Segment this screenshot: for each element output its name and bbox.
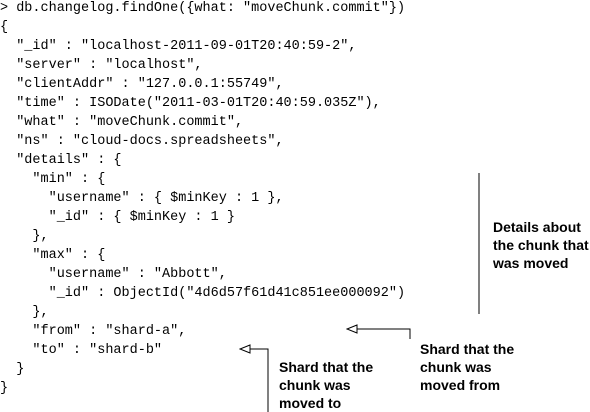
code-line: "min" : { xyxy=(0,172,106,187)
code-line: "details" : { xyxy=(0,153,122,168)
code-line: > db.changelog.findOne({what: "moveChunk… xyxy=(0,1,406,16)
code-line: "to" : "shard-b" xyxy=(0,343,163,358)
code-line: "_id" : "localhost-2011-09-01T20:40:59-2… xyxy=(0,39,357,54)
code-line: "clientAddr" : "127.0.0.1:55749", xyxy=(0,77,284,92)
moved-to-callout: Shard that the chunk was moved to xyxy=(279,359,374,411)
details-callout: Details about the chunk that was moved xyxy=(493,219,589,271)
code-line: "_id" : { $minKey : 1 } xyxy=(0,210,235,225)
code-line: "what" : "moveChunk.commit", xyxy=(0,115,244,130)
code-line: "username" : "Abbott", xyxy=(0,267,227,282)
code-line: "time" : ISODate("2011-03-01T20:40:59.03… xyxy=(0,96,381,111)
code-line: "server" : "localhost", xyxy=(0,58,203,73)
code-line: "_id" : ObjectId("4d6d57f61d41c851ee0000… xyxy=(0,286,406,301)
code-line: "username" : { $minKey : 1 }, xyxy=(0,191,284,206)
moved-to-arrow xyxy=(240,349,269,412)
code-line: }, xyxy=(0,305,49,320)
code-line: "max" : { xyxy=(0,248,106,263)
code-line: } xyxy=(0,362,25,377)
code-line: "from" : "shard-a", xyxy=(0,324,187,339)
moved-from-arrow xyxy=(347,329,411,339)
code-line: "ns" : "cloud-docs.spreadsheets", xyxy=(0,134,284,149)
code-line: } xyxy=(0,381,9,396)
moved-from-callout: Shard that the chunk was moved from xyxy=(420,341,515,393)
code-line: { xyxy=(0,20,9,35)
code-line: }, xyxy=(0,229,49,244)
